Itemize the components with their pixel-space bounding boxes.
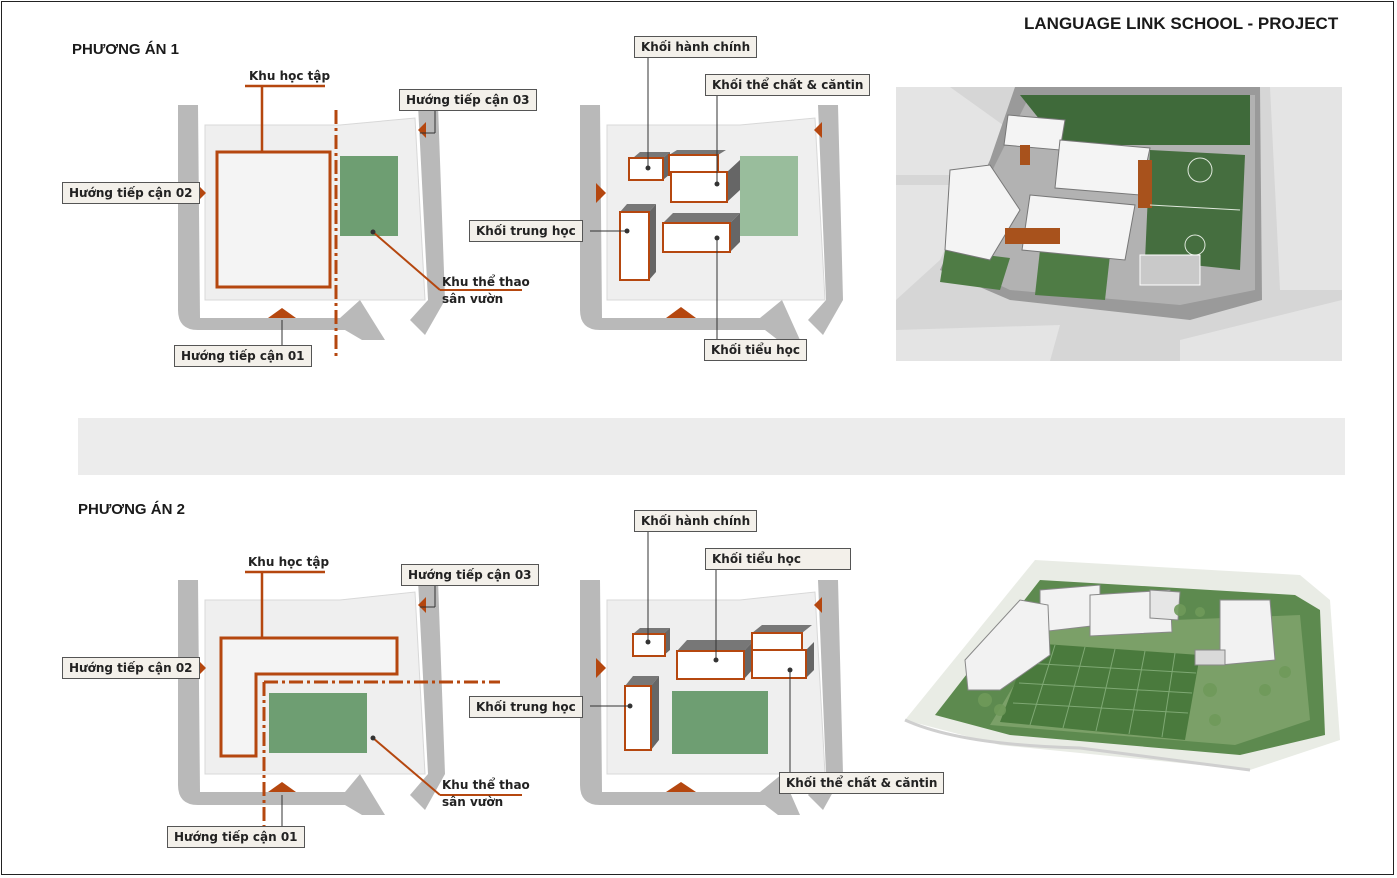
study-area-zone-2 [219,636,399,758]
option1-sport-label-2: sân vườn [442,292,504,306]
option1-secondary-label: Khối trung học [469,220,583,242]
option2-title: PHƯƠNG ÁN 2 [78,501,185,518]
option2-access-01-label: Hướng tiếp cận 01 [167,826,305,848]
primary-block [662,222,731,253]
secondary-block-2 [624,685,652,751]
sport-garden-zone-2 [269,693,367,753]
option1-gym-canteen-label: Khối thể chất & căntin [705,74,871,96]
option2-secondary-label: Khối trung học [469,696,583,718]
sport-garden-zone [340,156,398,236]
separator-band [78,418,1345,475]
option2-sport-label-2: sân vườn [442,795,504,809]
option1-access-02-label: Hướng tiếp cận 02 [62,182,200,204]
project-title: LANGUAGE LINK SCHOOL - PROJECT [1024,14,1339,33]
option2-access-03-label: Hướng tiếp cận 03 [401,564,539,586]
option2-zoning-plan [178,570,522,830]
option1-render [896,87,1342,361]
option1-sport-label-1: Khu thể thao [442,275,530,289]
gym-canteen-block-2 [751,649,807,679]
study-area-zone [215,150,332,289]
option2-access-02-label: Hướng tiếp cận 02 [62,657,200,679]
option1-zoning-plan [178,84,522,360]
option2-blocks-plan [580,530,843,815]
option2-gym-canteen-label: Khối thể chất & căntin [779,772,945,794]
block-b [751,632,803,652]
secondary-block [619,211,650,281]
gym-canteen-block [670,171,728,203]
option1-access-01-label: Hướng tiếp cận 01 [174,345,312,367]
option1-blocks-plan [580,56,843,340]
admin-block-2 [632,633,666,657]
option2-primary-label: Khối tiểu học [705,548,851,570]
access-03-arrow [418,122,426,138]
option1-admin-block-label: Khối hành chính [634,36,758,58]
option2-admin-block-label: Khối hành chính [634,510,758,532]
option1-access-03-label: Hướng tiếp cận 03 [399,89,537,111]
primary-block-2 [676,650,745,680]
option1-study-area-label: Khu học tập [249,69,331,83]
option2-render [904,560,1340,772]
option1-title: PHƯƠNG ÁN 1 [72,41,179,58]
option2-study-area-label: Khu học tập [248,555,330,569]
option1-primary-label: Khối tiểu học [704,339,807,361]
access-01-arrow [268,308,296,318]
option2-sport-label-1: Khu thể thao [442,778,530,792]
